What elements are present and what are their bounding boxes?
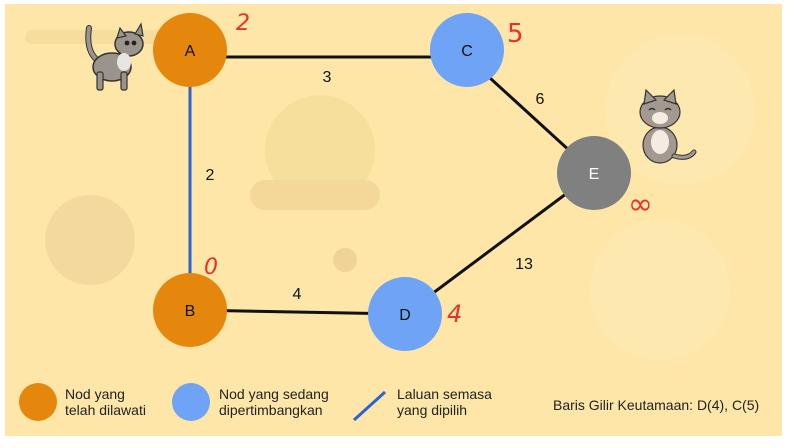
priority-queue-text: Baris Gilir Keutamaan: D(4), C(5) [553,397,760,413]
node-B [153,273,227,347]
legend-considering-label: Nod yang sedang dipertimbangkan [219,386,329,418]
legend-path-line1: Laluan semasa [397,386,492,402]
legend-considering-swatch [172,383,210,421]
node-D [368,277,442,351]
edge-weight-C-E: 6 [536,91,545,108]
legend-visited-label: Nod yang telah dilawati [65,386,146,418]
node-C [430,13,504,87]
legend-path-line2: yang dipilih [397,402,468,418]
node-A-label: A [185,43,196,60]
distance-A: 2 [236,11,250,36]
node-B-label: B [185,303,196,320]
edge-D-E [404,171,595,316]
legend-considering-line1: Nod yang sedang [219,386,329,402]
node-C-label: C [461,43,473,60]
legend-path-label: Laluan semasa yang dipilih [397,386,492,418]
legend-path-swatch [352,390,387,422]
node-D-label: D [399,307,411,324]
node-A [153,13,227,87]
edge-weight-D-E: 13 [515,256,533,273]
diagram-panel [5,4,782,436]
distance-B: 0 [204,255,218,280]
legend-considering-line2: dipertimbangkan [219,402,323,418]
cat-sitting-icon [639,88,697,164]
edge-weight-A-B: 2 [206,167,215,184]
distance-C: 5 [507,19,524,49]
distance-D: 4 [447,300,462,328]
legend-visited-swatch [19,383,57,421]
legend-visited-line2: telah dilawati [65,402,146,418]
node-E [557,136,631,210]
distance-E: ∞ [628,187,653,222]
edge-weight-B-D: 4 [293,286,302,303]
cat-standing-icon [85,22,144,91]
legend-visited-line1: Nod yang [65,386,125,402]
node-E-label: E [589,166,600,183]
edge-weight-A-C: 3 [323,69,332,86]
